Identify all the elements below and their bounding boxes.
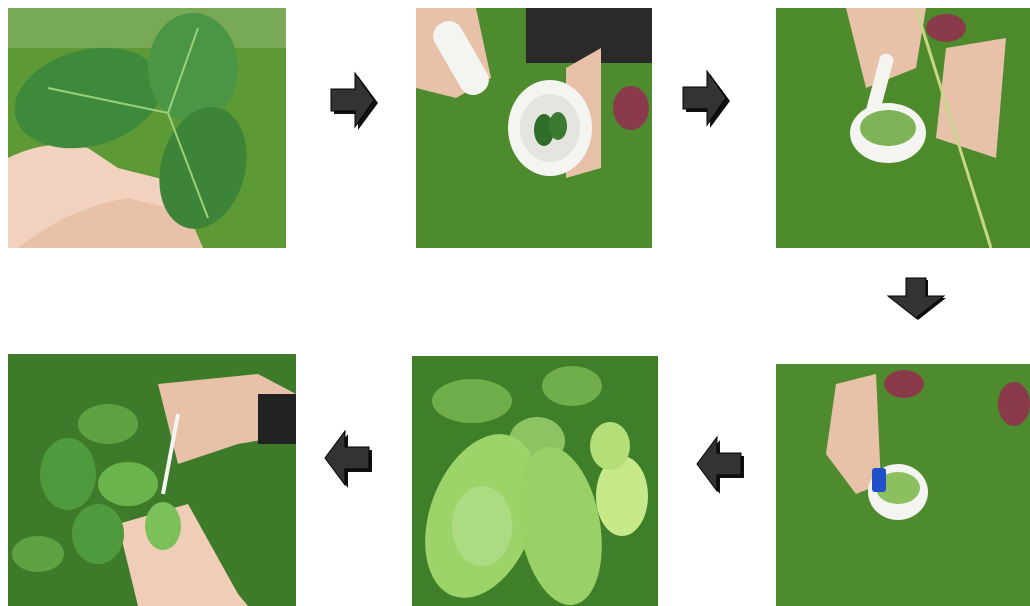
rub-inoculation-photo <box>8 354 296 606</box>
arrow-right-icon <box>328 70 380 136</box>
adding-buffer-photo <box>776 364 1030 606</box>
arrow-left-icon <box>696 432 748 502</box>
arrow-down-icon <box>884 276 952 324</box>
grinding-leaves-photo <box>776 8 1030 248</box>
arrow-right-icon <box>680 68 732 134</box>
mortar-pestle-photo <box>416 8 652 248</box>
arrow-left-icon <box>322 426 376 496</box>
leaf-sample-photo <box>8 8 286 248</box>
inoculated-leaves-photo <box>412 356 658 606</box>
